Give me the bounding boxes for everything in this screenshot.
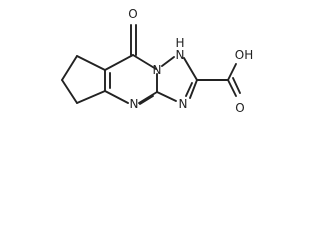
pyrimidinone-ring <box>104 54 158 105</box>
bond-n-bridge-nh <box>161 56 175 67</box>
bond-c1-c2 <box>76 55 106 71</box>
bond-n-bottom-c-ring <box>156 91 177 102</box>
bond-c4-c5 <box>76 90 106 104</box>
ketone-oxygen-label: O <box>128 7 137 21</box>
acid-hydroxyl-label: OH <box>235 48 253 62</box>
bond-c-acid-n-bottom <box>189 79 198 99</box>
nh-hydrogen-label: H <box>175 36 184 50</box>
bond-carbonyl-n-bridge <box>132 54 157 70</box>
bond-carboxyl-o-double-b <box>232 77 241 94</box>
bond-carboxyl-o-double-a <box>227 79 237 97</box>
bond-carboxyl-oh <box>227 63 237 81</box>
cyclopentane-ring <box>61 55 106 104</box>
bond-n-bottom-c5 <box>104 90 129 104</box>
triazole-bottom-nitrogen-label: N <box>179 97 188 111</box>
carboxylic-acid-group: OH O <box>196 48 253 115</box>
bond-c2-c3 <box>61 55 78 81</box>
ring-bottom-nitrogen-label: N <box>130 97 139 111</box>
bond-c-acid-n-bottom-double <box>185 82 193 97</box>
nh-nitrogen-label: N <box>176 48 185 62</box>
molecule-structure-diagram: O OH O H N N N N <box>61 7 253 115</box>
bond-c3-c4 <box>61 79 78 104</box>
bond-c-ring-n-bottom-double <box>139 95 154 105</box>
bond-nh-c-acid <box>183 57 198 81</box>
acid-carbonyl-oxygen-label: O <box>235 101 244 115</box>
bond-c-ring-n-bottom <box>138 91 158 104</box>
triazole-ring <box>156 56 198 102</box>
bridge-nitrogen-label: N <box>153 63 162 77</box>
bond-c1-carbonyl <box>104 54 134 71</box>
ketone-group: O <box>128 7 138 56</box>
